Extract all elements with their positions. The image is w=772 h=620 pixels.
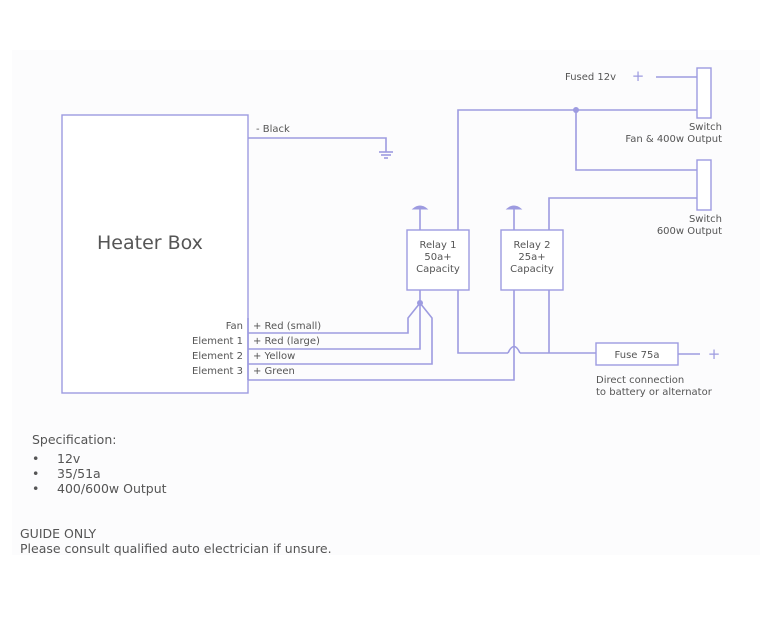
terminal-element3-label: Element 3 xyxy=(192,366,243,377)
specification-title: Specification: xyxy=(32,432,117,447)
bullet-icon: • xyxy=(32,451,40,466)
battery-positive-icon: + xyxy=(708,345,721,363)
wire-switch1-switch2 xyxy=(575,110,697,171)
fuse-label: Fuse 75a xyxy=(615,350,660,361)
relay-2-name: Relay 2 xyxy=(513,240,550,251)
spec-current: 35/51a xyxy=(57,466,101,481)
wire-relay1-out xyxy=(457,290,508,354)
heater-box-label: Heater Box xyxy=(97,232,203,254)
spec-voltage: 12v xyxy=(57,451,81,466)
switch-2-output-label: 600w Output xyxy=(657,226,722,237)
switch-fan-400w xyxy=(696,67,712,119)
terminal-element2-label: Element 2 xyxy=(192,351,243,362)
relay-1-rating: 50a+ xyxy=(424,252,451,263)
wire-element2 xyxy=(360,302,433,365)
heater-box xyxy=(61,114,249,394)
wire-fan-label: + Red (small) xyxy=(253,321,321,332)
relay-2-capacity: Capacity xyxy=(510,264,554,275)
terminal-fan-label: Fan xyxy=(226,321,243,332)
relay-2 xyxy=(500,229,564,291)
relay-1 xyxy=(406,229,470,291)
ground-icon xyxy=(379,151,393,159)
spec-item: • 12v xyxy=(32,451,167,466)
wire-element2-label: + Yellow xyxy=(253,351,295,362)
spec-item: • 400/600w Output xyxy=(32,481,167,496)
switch-1-label: Switch xyxy=(689,122,722,133)
spec-output: 400/600w Output xyxy=(57,481,167,496)
switch-1-output-label: Fan & 400w Output xyxy=(625,134,722,145)
wire-hop xyxy=(507,345,521,354)
fused-positive-icon: + xyxy=(632,67,645,85)
ground-wire-label: - Black xyxy=(256,124,290,135)
bullet-icon: • xyxy=(32,466,40,481)
relay2-ground-icon xyxy=(505,205,523,210)
disclaimer-text: Please consult qualified auto electricia… xyxy=(20,541,332,556)
fuse-note-line2: to battery or alternator xyxy=(596,387,713,398)
relay-1-name: Relay 1 xyxy=(419,240,456,251)
wire-switch1-relay1 xyxy=(457,109,697,230)
relay-2-rating: 25a+ xyxy=(518,252,545,263)
fused-12v-label: Fused 12v xyxy=(565,72,616,83)
disclaimer-heading: GUIDE ONLY xyxy=(20,526,97,541)
wire-element3 xyxy=(248,290,515,381)
wire-switch2-relay2 xyxy=(548,197,697,230)
wire-element1 xyxy=(360,303,421,350)
spec-item: • 35/51a xyxy=(32,466,167,481)
relay1-ground-icon xyxy=(411,205,429,210)
relay-1-capacity: Capacity xyxy=(416,264,460,275)
switch-2-label: Switch xyxy=(689,214,722,225)
terminal-element1-label: Element 1 xyxy=(192,336,243,347)
wire-element1-label: + Red (large) xyxy=(253,336,320,347)
bullet-icon: • xyxy=(32,481,40,496)
specification-list: • 12v • 35/51a • 400/600w Output xyxy=(32,451,167,496)
wire-fan xyxy=(360,302,421,334)
wire-element3-label: + Green xyxy=(253,366,295,377)
switch-600w xyxy=(696,159,712,211)
ground-wire xyxy=(248,137,387,152)
fuse-note-line1: Direct connection xyxy=(596,375,684,386)
